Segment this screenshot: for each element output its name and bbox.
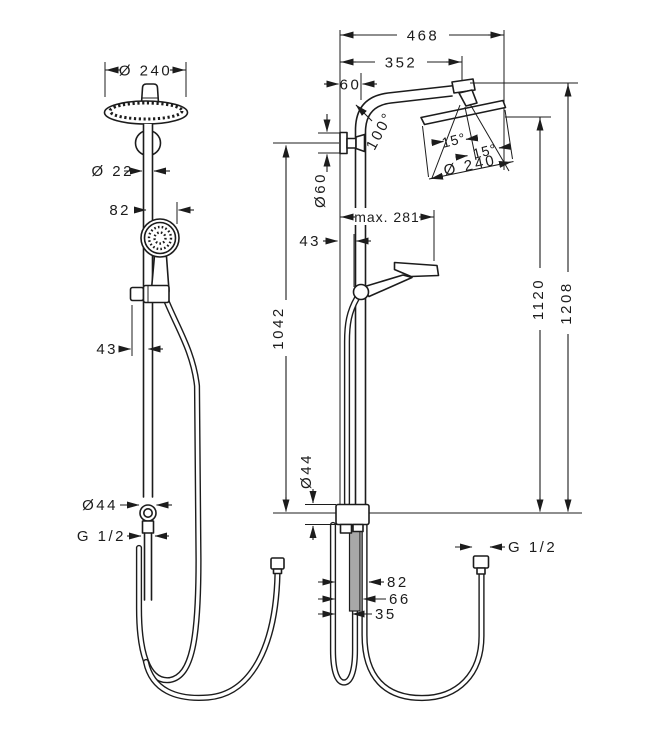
head-joint-side [451, 78, 478, 107]
dim-max-extension: max. 281 [340, 208, 435, 261]
label-bar-height: 1042 [270, 306, 287, 349]
label-max-extension: max. 281 [354, 209, 420, 225]
connection-block [335, 503, 370, 534]
dim-head-diameter-front: Ø 240 [104, 61, 187, 97]
dim-holder-offset-front: 43 [96, 305, 163, 358]
label-connector-diameter-front: Ø44 [82, 497, 118, 514]
dim-bar-height: 1042 [270, 142, 339, 512]
dim-escutcheon-diameter: Ø60 [312, 114, 340, 208]
dim-arm-reach: 352 [340, 53, 463, 82]
label-wall-offset: 60 [340, 77, 362, 94]
dim-wall-offset: 60 [324, 73, 377, 100]
overhead-shower [103, 83, 189, 125]
label-total-reach: 468 [407, 28, 440, 45]
bar-connector-front [139, 504, 157, 601]
hose-end-connector-front [270, 557, 285, 570]
label-head-tilt-b: 15° [471, 140, 498, 161]
side-view: 468 352 60 [298, 26, 578, 702]
slide-holder-front [129, 284, 170, 304]
front-view: Ø 240 Ø 22 82 [77, 61, 339, 701]
label-thread-side: G 1/2 [508, 539, 557, 556]
label-head-diameter-front: Ø 240 [119, 63, 172, 80]
hose-gray-strand [348, 526, 361, 612]
dim-height-1208: 1208 [470, 82, 578, 512]
hoses-side-bottom [329, 521, 485, 702]
label-hose-width-outer: 82 [387, 574, 409, 591]
dim-thread-front: G 1/2 [77, 528, 169, 545]
label-hose-width-inner: 35 [375, 606, 397, 623]
label-thread-front: G 1/2 [77, 528, 126, 545]
dim-hose-widths: 82 66 35 [318, 574, 411, 623]
shower-hose-front [135, 291, 285, 701]
spray-nozzle-ring [108, 101, 184, 121]
dim-pipe-diameter: Ø 22 [91, 163, 170, 180]
label-block-diameter: Ø44 [298, 453, 315, 489]
label-pipe-diameter: Ø 22 [91, 163, 134, 180]
head-plate-side [420, 99, 507, 126]
dim-holder-depth-side: 43 [299, 233, 371, 287]
dim-connector-diameter-front: Ø44 [82, 497, 172, 514]
label-height-1120: 1120 [530, 278, 547, 320]
label-hose-width-mid: 66 [389, 591, 411, 608]
hand-shower-side [343, 261, 440, 507]
dim-thread-side: G 1/2 [455, 539, 557, 556]
label-holder-offset-front: 43 [96, 341, 118, 358]
label-height-1208: 1208 [558, 281, 575, 324]
hose-end-connector-side [472, 555, 490, 575]
label-arm-reach: 352 [385, 55, 418, 72]
wall-bracket [339, 131, 366, 155]
label-head-diameter-side: Ø 240 [442, 152, 498, 180]
spray-angle-annotation: 15° 15° [431, 103, 512, 179]
label-handshower-offset: 82 [109, 202, 131, 219]
dim-block-diameter: Ø44 [298, 453, 341, 540]
label-head-tilt-a: 15° [440, 129, 467, 150]
dim-total-reach: 468 [340, 26, 505, 170]
label-escutcheon-diameter: Ø60 [312, 172, 329, 208]
label-holder-depth-side: 43 [299, 233, 321, 250]
dim-handshower-offset: 82 [109, 202, 194, 224]
dim-height-1120: 1120 [505, 116, 551, 512]
shower-bar [142, 123, 154, 498]
pipe-and-arm-side [354, 84, 456, 506]
